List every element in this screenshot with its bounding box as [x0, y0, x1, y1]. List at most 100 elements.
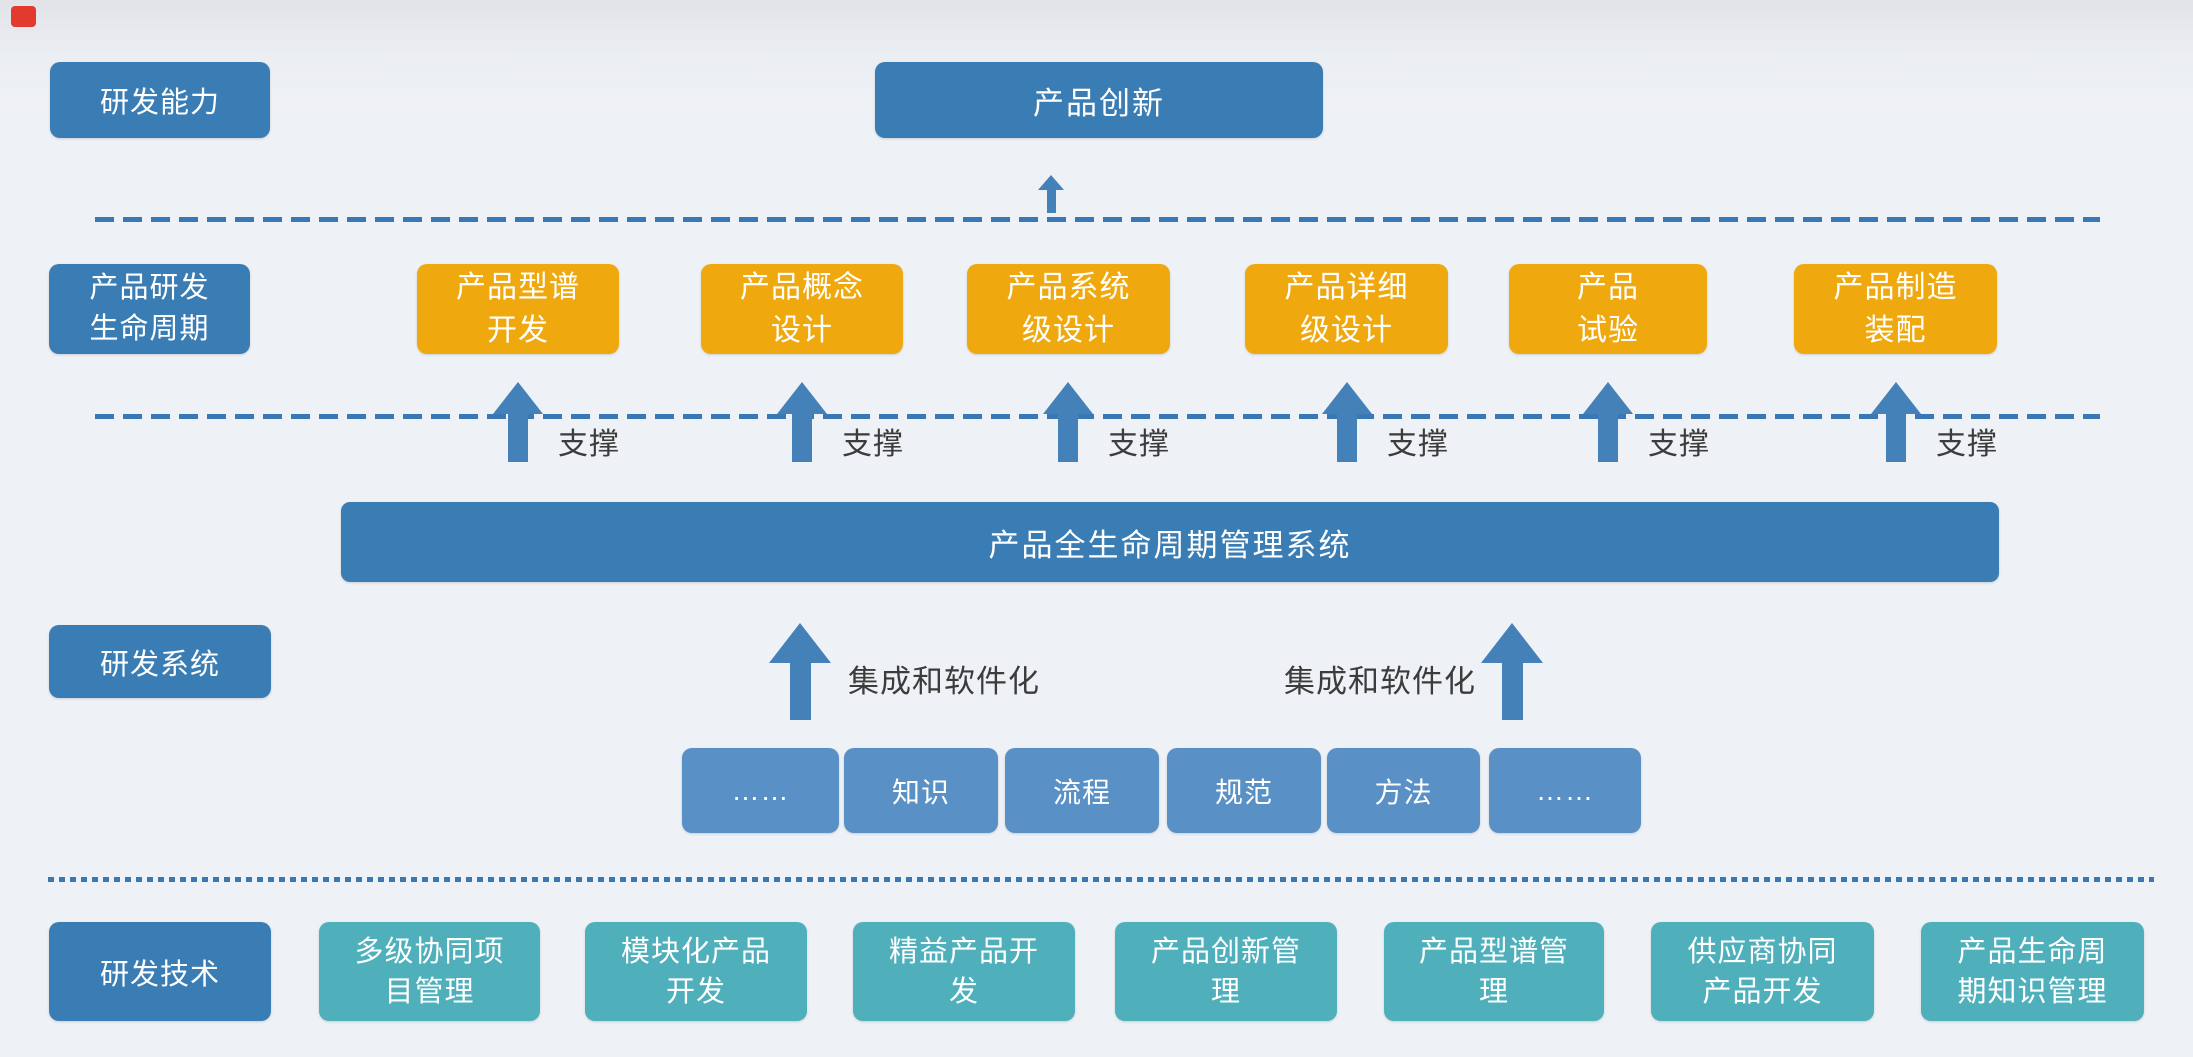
- system-element-2-text: 知识: [891, 776, 950, 808]
- support-label-3: 支撑: [1108, 428, 1170, 461]
- stage-4-line2: 级设计: [1300, 314, 1393, 347]
- system-element-box-5: 方法: [1327, 748, 1480, 833]
- dotted-divider-bottom: [48, 877, 2154, 882]
- capability-side-label-text: 研发能力: [99, 87, 220, 119]
- stage-5-line2: 试验: [1577, 314, 1639, 347]
- system-element-5-text: 方法: [1374, 776, 1433, 808]
- arrow-head: [769, 623, 831, 663]
- plm-system-bar-text: 产品全生命周期管理系统: [988, 527, 1352, 563]
- arrow-stem: [508, 414, 528, 462]
- stage-2-line1: 产品概念: [740, 271, 864, 304]
- arrow-head: [493, 382, 543, 414]
- arrow-stem: [1501, 663, 1523, 720]
- product-innovation-box: 产品创新: [875, 62, 1323, 138]
- technology-box-2: 模块化产品 开发: [585, 922, 807, 1021]
- stage-1-line1: 产品型谱: [456, 271, 580, 304]
- support-label-5: 支撑: [1648, 428, 1710, 461]
- product-innovation-text: 产品创新: [1033, 85, 1165, 121]
- arrow-head: [1322, 382, 1372, 414]
- lifecycle-stage-box-3: 产品系统 级设计: [967, 264, 1170, 354]
- innovation-up-arrow-icon: [1038, 175, 1064, 213]
- integration-arrow-right-icon: [1481, 623, 1543, 720]
- system-element-box-2: 知识: [844, 748, 998, 833]
- technology-box-7: 产品生命周 期知识管理: [1921, 922, 2144, 1021]
- technology-box-4: 产品创新管 理: [1115, 922, 1337, 1021]
- system-element-3-text: 流程: [1052, 776, 1111, 808]
- lifecycle-stage-box-2: 产品概念 设计: [701, 264, 903, 354]
- support-arrow-icon-4: [1322, 382, 1372, 462]
- technology-box-6: 供应商协同 产品开发: [1651, 922, 1874, 1021]
- support-label-2: 支撑: [842, 428, 904, 461]
- stage-3-line1: 产品系统: [1006, 271, 1131, 304]
- tech-6-line2: 产品开发: [1702, 975, 1823, 1008]
- system-element-4-text: 规范: [1214, 776, 1273, 808]
- technology-box-5: 产品型谱管 理: [1384, 922, 1604, 1021]
- lifecycle-stage-box-6: 产品制造 装配: [1794, 264, 1997, 354]
- tech-5-line2: 理: [1478, 975, 1509, 1008]
- stage-1-line2: 开发: [487, 314, 549, 347]
- tech-3-line2: 发: [948, 975, 979, 1008]
- support-arrow-icon-1: [493, 382, 543, 462]
- stage-6-line1: 产品制造: [1833, 271, 1958, 304]
- arrow-stem: [1886, 414, 1906, 462]
- capability-side-label: 研发能力: [50, 62, 270, 138]
- support-label-6: 支撑: [1936, 428, 1998, 461]
- system-element-6-text: ……: [1536, 774, 1594, 806]
- tech-2-line1: 模块化产品: [620, 935, 771, 968]
- support-arrow-icon-2: [777, 382, 827, 462]
- tech-7-line2: 期知识管理: [1957, 975, 2108, 1008]
- red-marker-icon: [11, 6, 36, 27]
- lifecycle-stage-box-5: 产品 试验: [1509, 264, 1707, 354]
- lifecycle-side-label-line2: 生命周期: [89, 313, 210, 345]
- integration-arrow-left-icon: [769, 623, 831, 720]
- tech-5-line1: 产品型谱管: [1418, 935, 1569, 968]
- stage-2-line2: 设计: [771, 314, 833, 347]
- stage-5-line1: 产品: [1577, 271, 1639, 304]
- tech-1-line2: 目管理: [384, 975, 475, 1008]
- technology-box-1: 多级协同项 目管理: [319, 922, 540, 1021]
- arrow-stem: [1598, 414, 1618, 462]
- plm-system-bar: 产品全生命周期管理系统: [341, 502, 1999, 582]
- dashed-divider-top: [95, 217, 2100, 222]
- technology-side-label: 研发技术: [49, 922, 271, 1021]
- arrow-stem: [792, 414, 812, 462]
- lifecycle-stage-box-1: 产品型谱 开发: [417, 264, 619, 354]
- arrow-head: [1043, 382, 1093, 414]
- system-element-box-1: ……: [682, 748, 839, 833]
- arrow-head: [1038, 175, 1064, 190]
- system-element-box-6: ……: [1489, 748, 1641, 833]
- system-side-label: 研发系统: [49, 625, 271, 698]
- tech-6-line1: 供应商协同: [1687, 935, 1838, 968]
- system-element-1-text: ……: [731, 774, 790, 806]
- system-element-box-4: 规范: [1167, 748, 1321, 833]
- lifecycle-side-label: 产品研发 生命周期: [49, 264, 250, 354]
- arrow-stem: [1046, 190, 1056, 213]
- dashed-divider-middle: [95, 414, 2100, 419]
- arrow-stem: [1337, 414, 1357, 462]
- tech-1-line1: 多级协同项: [354, 935, 505, 968]
- tech-7-line1: 产品生命周: [1957, 935, 2108, 968]
- technology-box-3: 精益产品开 发: [853, 922, 1075, 1021]
- tech-3-line1: 精益产品开: [888, 935, 1039, 968]
- arrow-head: [1871, 382, 1921, 414]
- tech-2-line2: 开发: [665, 975, 726, 1008]
- arrow-head: [1583, 382, 1633, 414]
- arrow-stem: [1058, 414, 1078, 462]
- support-label-1: 支撑: [558, 428, 620, 461]
- integration-label-left: 集成和软件化: [848, 664, 1040, 699]
- stage-3-line2: 级设计: [1022, 314, 1115, 347]
- support-arrow-icon-3: [1043, 382, 1093, 462]
- arrow-stem: [789, 663, 811, 720]
- arrow-head: [777, 382, 827, 414]
- integration-label-right: 集成和软件化: [1284, 664, 1476, 699]
- stage-4-line1: 产品详细: [1284, 271, 1409, 304]
- system-element-box-3: 流程: [1005, 748, 1159, 833]
- lifecycle-stage-box-4: 产品详细 级设计: [1245, 264, 1448, 354]
- arrow-head: [1481, 623, 1543, 663]
- system-side-label-text: 研发系统: [99, 648, 220, 681]
- support-arrow-icon-5: [1583, 382, 1633, 462]
- tech-4-line1: 产品创新管: [1150, 935, 1301, 968]
- support-arrow-icon-6: [1871, 382, 1921, 462]
- lifecycle-side-label-line1: 产品研发: [89, 272, 210, 304]
